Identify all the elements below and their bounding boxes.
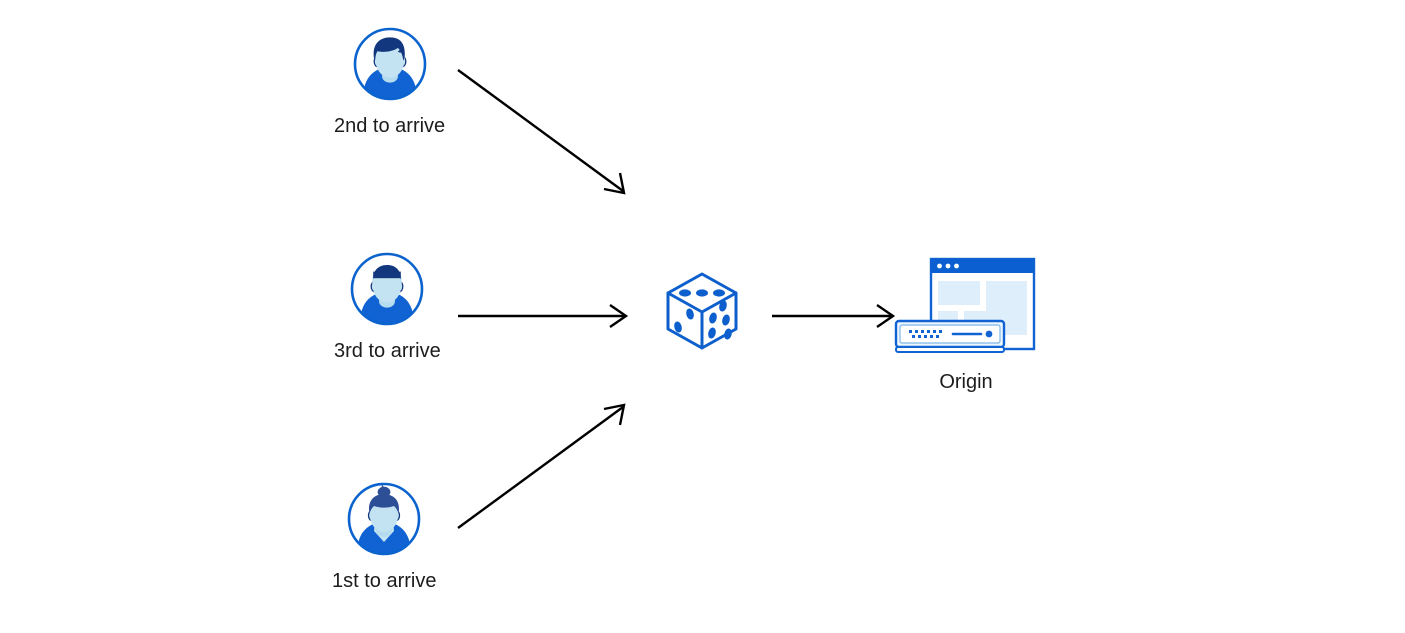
actor-label: 1st to arrive bbox=[332, 570, 437, 592]
arrow-actor3-to-dice bbox=[457, 403, 626, 529]
arrow-actor2-to-dice bbox=[458, 304, 629, 328]
user-avatar-icon bbox=[352, 26, 428, 102]
randomizer-node[interactable] bbox=[660, 268, 744, 352]
arrow-dice-to-origin bbox=[772, 304, 896, 328]
origin-label: Origin bbox=[939, 371, 993, 393]
router-device-icon bbox=[894, 319, 1006, 353]
user-avatar-icon bbox=[346, 481, 422, 557]
actor-node-1st[interactable]: 1st to arrive bbox=[332, 481, 436, 591]
actor-node-3rd[interactable]: 3rd to arrive bbox=[334, 251, 441, 361]
arrow-actor1-to-dice bbox=[457, 69, 626, 195]
actor-label: 2nd to arrive bbox=[334, 115, 446, 137]
dice-icon bbox=[660, 268, 744, 352]
user-avatar-icon bbox=[349, 251, 425, 327]
actor-label: 3rd to arrive bbox=[334, 340, 441, 362]
origin-server-icon bbox=[893, 255, 1039, 359]
origin-node[interactable]: Origin bbox=[893, 255, 1039, 392]
actor-node-2nd[interactable]: 2nd to arrive bbox=[334, 26, 445, 136]
